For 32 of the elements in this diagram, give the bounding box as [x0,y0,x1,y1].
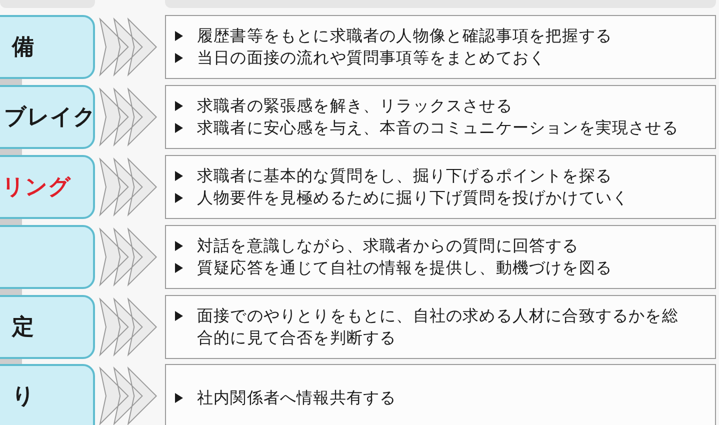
step-box [0,295,95,359]
step-label: り [12,386,35,408]
step-label: ブレイク [4,107,96,129]
description-text: 求職者に基本的な質問をし、掘り下げるポイントを探る [197,165,613,187]
description-text: 対話を意識しながら、求職者からの質問に回答する [197,235,580,257]
description-text: 質疑応答を通じて自社の情報を提供し、動機づけを図る [197,257,613,279]
description-box [165,155,716,219]
description-box [165,364,716,425]
step-box [0,85,95,149]
description-box [165,225,716,289]
description-text: 求職者に安心感を与え、本音のコミュニケーションを実現させる [197,117,680,139]
step-label: 備 [12,37,34,59]
step-box [0,155,95,219]
chevron-arrow [99,157,158,217]
step-label: リング [2,177,71,199]
description-text: 当日の面接の流れや質問事項等をまとめておく [197,47,547,69]
step-label: 定 [12,317,34,339]
chevron-arrow [99,366,158,425]
description-box [165,295,716,359]
step-box [0,225,95,289]
description-box [165,15,716,79]
step-box [0,15,95,79]
description-text: 人物要件を見極めるために掘り下げ質問を投げかけていく [197,187,630,209]
description-text: 履歴書等をもとに求職者の人物像と確認事項を把握する [197,25,613,47]
description-text: 面接でのやりとりをもとに、自社の求める人材に合致するかを総合的に見て合否を判断する [197,305,680,349]
description-box [165,85,716,149]
chevron-arrow [99,17,158,77]
chevron-arrow [99,87,158,147]
chevron-arrow [99,297,158,357]
chevron-arrow [99,227,158,287]
description-text: 社内関係者へ情報共有する [197,387,398,409]
description-text: 求職者の緊張感を解き、リラックスさせる [197,95,514,117]
